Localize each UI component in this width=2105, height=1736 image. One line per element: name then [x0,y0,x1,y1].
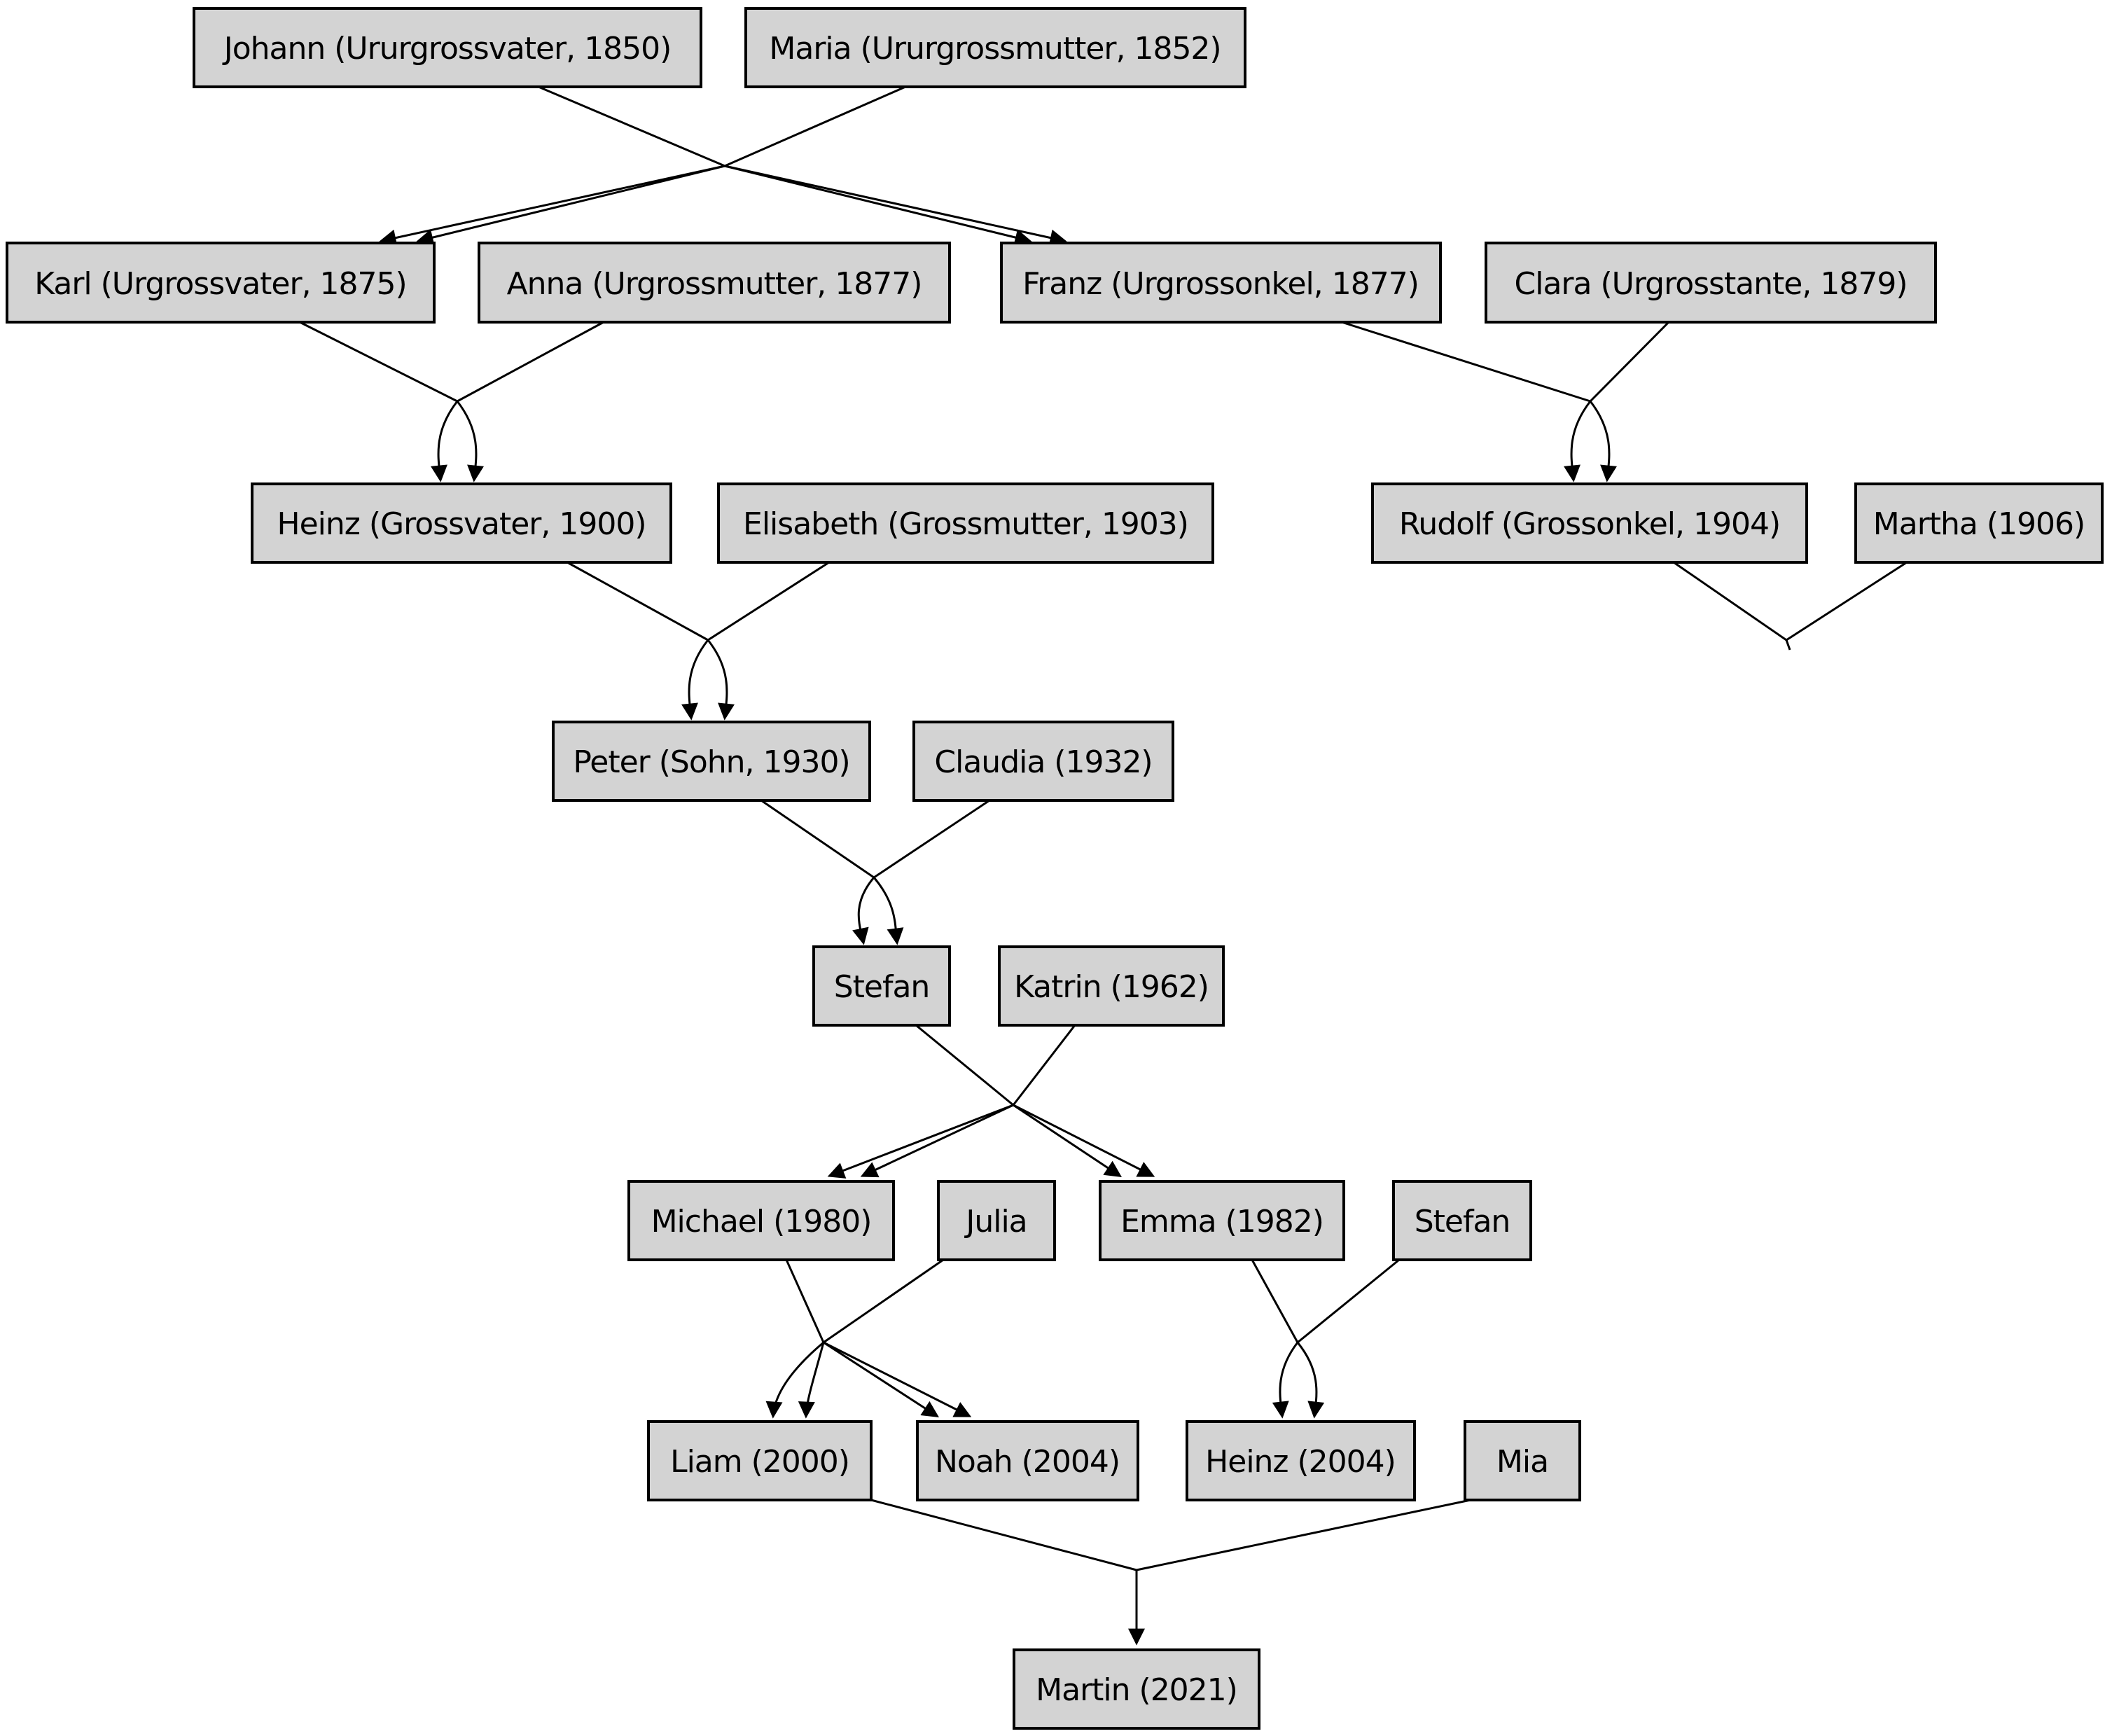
edge-franz-union3 [1341,321,1591,403]
arrow-union4-peter-b [707,639,735,721]
arrow-union2-heinz-a [431,401,459,482]
svg-text:Heinz (2004): Heinz (2004) [1205,1444,1396,1480]
svg-text:Martin (2021): Martin (2021) [1036,1672,1237,1708]
node-stefan: Stefan [812,945,951,1027]
edge-karl-union2 [299,321,458,403]
node-claudia: Claudia (1932) [912,721,1174,802]
arrow-union7-emma-a [1013,1104,1122,1177]
edge-clara-union3 [1589,321,1670,403]
edge-johann-union1 [538,85,725,167]
edge-stefan-union7 [915,1024,1014,1106]
node-anna: Anna (Urgrossmutter, 1877) [478,242,951,324]
node-stefan-jr: Stefan [1392,1180,1532,1261]
svg-text:Maria (Ururgrossmutter, 1852): Maria (Ururgrossmutter, 1852) [769,31,1221,67]
node-michael: Michael (1980) [627,1180,895,1261]
arrow-union8-noah-a [823,1341,940,1417]
edge-maria-union1 [724,85,906,167]
svg-text:Peter (Sohn, 1930): Peter (Sohn, 1930) [573,744,849,780]
node-katrin: Katrin (1962) [998,945,1225,1027]
arrow-union8-liam-b [798,1342,825,1419]
edge-rudolf-union5 [1673,561,1787,641]
arrow-union3-rudolf-a [1564,401,1592,482]
node-franz: Franz (Urgrossonkel, 1877) [1000,242,1442,324]
edge-claudia-union6 [873,799,990,879]
svg-text:Liam (2000): Liam (2000) [670,1444,849,1480]
arrow-union7-emma-b [1013,1104,1155,1177]
node-karl: Karl (Urgrossvater, 1875) [6,242,436,324]
node-liam: Liam (2000) [647,1420,873,1501]
union5-stub [1785,639,1791,651]
svg-text:Stefan: Stefan [834,969,930,1005]
edge-heinz-union4 [567,561,709,641]
edge-emma-union9 [1251,1259,1299,1343]
svg-text:Mia: Mia [1496,1444,1548,1480]
node-clara: Clara (Urgrosstante, 1879) [1485,242,1937,324]
edge-elisabeth-union4 [707,561,830,641]
edge-julia-union8 [823,1258,944,1344]
spouse-edges [299,85,1908,1571]
arrow-union1-franz-a [724,165,1032,246]
arrow-union3-rudolf-b [1589,401,1617,482]
svg-text:Martha (1906): Martha (1906) [1873,506,2085,542]
node-julia: Julia [937,1180,1056,1261]
edge-anna-union2 [457,321,604,403]
edge-katrin-union7 [1012,1025,1076,1106]
node-maria: Maria (Ururgrossmutter, 1852) [744,7,1246,88]
edge-peter-union6 [760,799,875,879]
svg-text:Karl (Urgrossvater, 1875): Karl (Urgrossvater, 1875) [34,266,406,302]
arrow-union9-heinz-jr-a [1272,1342,1299,1419]
svg-text:Heinz (Grossvater, 1900): Heinz (Grossvater, 1900) [277,506,646,542]
node-heinz: Heinz (Grossvater, 1900) [251,482,672,564]
node-emma: Emma (1982) [1099,1180,1345,1261]
arrow-union9-heinz-jr-b [1296,1342,1325,1419]
node-martha: Martha (1906) [1854,482,2104,564]
arrow-union1-franz-b [724,165,1067,246]
node-rudolf: Rudolf (Grossonkel, 1904) [1371,482,1808,564]
svg-text:Elisabeth (Grossmutter, 1903): Elisabeth (Grossmutter, 1903) [743,506,1188,542]
svg-text:Katrin (1962): Katrin (1962) [1014,969,1209,1005]
node-heinz-jr: Heinz (2004) [1186,1420,1416,1501]
node-mia: Mia [1464,1420,1581,1501]
node-noah: Noah (2004) [916,1420,1139,1501]
svg-text:Michael (1980): Michael (1980) [651,1204,872,1239]
child-arrows [379,165,1617,1646]
arrow-union8-liam-a [765,1341,824,1419]
arrow-union1-karl-a [379,165,725,246]
svg-text:Emma (1982): Emma (1982) [1120,1204,1324,1239]
edge-liam-union10 [870,1499,1137,1571]
svg-text:Noah (2004): Noah (2004) [935,1444,1120,1480]
svg-text:Rudolf (Grossonkel, 1904): Rudolf (Grossonkel, 1904) [1399,506,1780,542]
arrow-union4-peter-a [681,639,709,721]
node-peter: Peter (Sohn, 1930) [552,721,871,802]
edge-mia-union10 [1136,1499,1471,1571]
node-johann: Johann (Ururgrossvater, 1850) [193,7,702,88]
arrow-union6-stefan-b [873,877,904,945]
node-elisabeth: Elisabeth (Grossmutter, 1903) [717,482,1214,564]
svg-text:Julia: Julia [964,1204,1027,1239]
svg-text:Claudia (1932): Claudia (1932) [934,744,1152,780]
arrow-union1-karl-b [416,165,725,246]
svg-text:Clara (Urgrosstante, 1879): Clara (Urgrosstante, 1879) [1515,266,1908,302]
edge-stefan-jr-union9 [1297,1258,1400,1344]
svg-text:Johann (Ururgrossvater, 1850): Johann (Ururgrossvater, 1850) [222,31,672,67]
nodes: Johann (Ururgrossvater, 1850) Maria (Uru… [6,7,2104,1730]
arrow-union7-michael-b [860,1104,1014,1178]
arrow-union8-noah-b [823,1341,972,1417]
arrow-union7-michael-a [827,1104,1014,1179]
svg-text:Stefan: Stefan [1415,1204,1510,1239]
svg-text:Anna (Urgrossmutter, 1877): Anna (Urgrossmutter, 1877) [507,266,922,302]
node-martin: Martin (2021) [1013,1648,1260,1730]
edge-martha-union5 [1786,561,1908,641]
arrow-union6-stefan-a [852,877,875,945]
svg-text:Franz (Urgrossonkel, 1877): Franz (Urgrossonkel, 1877) [1022,266,1419,302]
arrow-union2-heinz-b [456,401,484,482]
edge-michael-union8 [785,1259,825,1343]
